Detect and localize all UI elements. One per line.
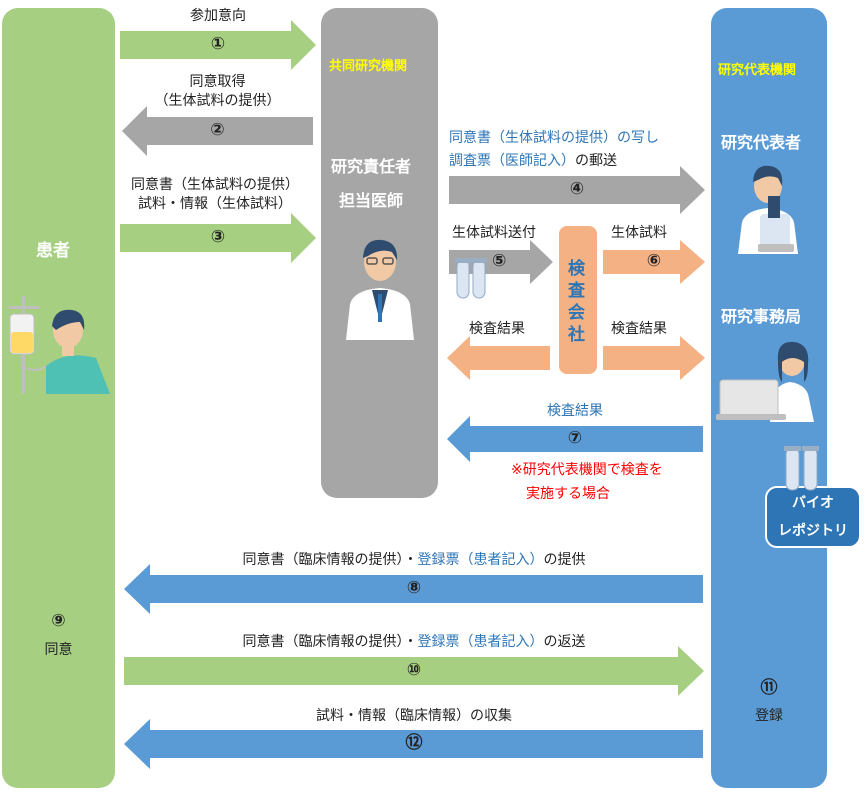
test-tubes-icon	[455, 258, 487, 299]
step1-label: 参加意向	[190, 8, 246, 24]
lab-label: 検査会社	[568, 259, 585, 345]
arrow-step-6	[603, 240, 705, 284]
biorepository-line2: レポジトリ	[778, 523, 848, 539]
step4-survey: 調査票（医師記入）	[449, 153, 575, 169]
patient-label: 患者	[36, 241, 70, 261]
step6-number: ⑥	[646, 251, 662, 271]
arrow-result-right	[603, 336, 705, 380]
step2-label1: 同意取得	[189, 74, 246, 90]
institution-role-doctor: 担当医師	[339, 191, 404, 210]
arrow-step-7	[447, 416, 703, 462]
patient-column	[2, 8, 115, 788]
biorepository-tubes-icon	[784, 446, 819, 491]
result-left-label: 検査結果	[469, 321, 525, 337]
arrow-result-left	[447, 336, 550, 380]
step10-label: 同意書（臨床情報の提供）・登録票（患者記入）の返送	[124, 633, 704, 651]
step3-label1: 同意書（生体試料の提供）	[131, 177, 299, 193]
step8-number: ⑧	[406, 578, 422, 598]
step7-note2: 実施する場合	[526, 486, 610, 502]
institution-role-pi: 研究責任者	[331, 157, 412, 176]
step6-label: 生体試料	[611, 225, 667, 241]
result-right-label: 検査結果	[611, 321, 667, 337]
step2-label2: （生体試料の提供）	[154, 93, 281, 109]
step8-label: 同意書（臨床情報の提供）・登録票（患者記入）の提供	[124, 551, 704, 569]
step11-number: ⑪	[760, 678, 778, 698]
step7-note1: ※研究代表機関で検査を	[511, 462, 663, 478]
step5-number: ⑤	[492, 251, 507, 271]
step10-consent: 同意書（臨床情報の提供）・	[242, 634, 418, 650]
step4-label2: 調査票（医師記入）の郵送	[449, 152, 617, 170]
step2-number: ②	[210, 120, 225, 140]
doctor-icon	[346, 239, 414, 340]
step3-label2: 試料・情報（生体試料）	[138, 196, 292, 212]
step4-number: ④	[569, 179, 585, 199]
step8-provide: の提供	[543, 552, 586, 568]
researcher-microscope-icon	[738, 165, 798, 254]
step10-return: の返送	[543, 634, 586, 650]
arrow-step-1	[120, 20, 316, 70]
secretariat-label: 研究事務局	[721, 307, 802, 326]
arrow-step-3	[120, 213, 316, 263]
step5-label: 生体試料送付	[452, 225, 536, 241]
step1-number: ①	[210, 34, 226, 54]
representative-role: 研究代表者	[721, 133, 802, 152]
step11-label: 登録	[755, 708, 783, 724]
step9-number: ⑨	[51, 611, 66, 631]
step7-label: 検査結果	[547, 403, 603, 419]
representative-title: 研究代表機関	[718, 63, 797, 78]
arrow-step-2	[122, 106, 313, 156]
step8-consent: 同意書（臨床情報の提供）・	[242, 552, 418, 568]
step7-number: ⑦	[567, 428, 583, 448]
arrow-step-12	[124, 719, 703, 769]
arrow-step-10	[124, 646, 704, 696]
step8-registration: 登録票（患者記入）	[417, 552, 544, 568]
step4-label1: 同意書（生体試料の提供）の写し	[449, 130, 659, 146]
step10-registration: 登録票（患者記入）	[417, 634, 544, 650]
biorepository-badge	[765, 486, 861, 548]
biorepository-line1: バイオ	[792, 495, 834, 511]
arrow-step-4	[449, 166, 705, 214]
step4-mailing: の郵送	[575, 153, 617, 169]
step9-label: 同意	[44, 642, 73, 658]
patient-iv-icon	[9, 296, 110, 394]
secretariat-laptop-icon	[716, 341, 814, 422]
lab-column	[559, 226, 597, 374]
step12-number: ⑫	[405, 733, 423, 753]
step3-number: ③	[210, 227, 226, 247]
step10-number: ⑩	[406, 660, 422, 680]
institution-title: 共同研究機関	[329, 59, 408, 74]
arrow-step-8	[124, 564, 703, 614]
step12-label: 試料・情報（臨床情報）の収集	[316, 708, 512, 724]
